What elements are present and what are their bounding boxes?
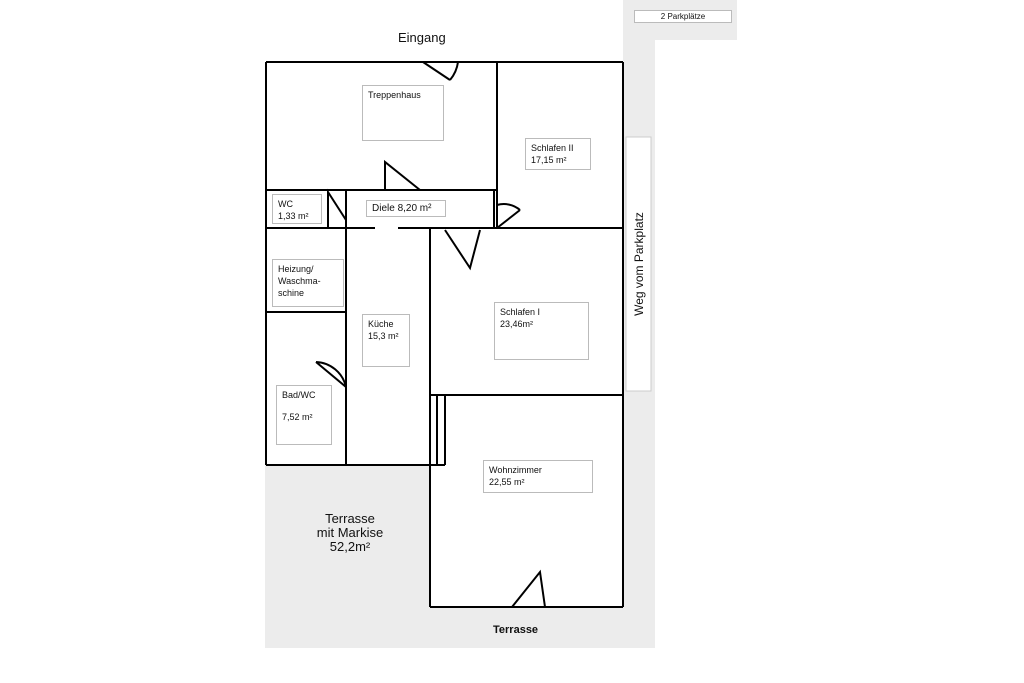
room-name: Wohnzimmer <box>489 465 542 475</box>
room-area: 22,55 m² <box>489 477 525 487</box>
room-area: 7,52 m² <box>282 412 313 422</box>
walls <box>265 61 624 608</box>
room-bad: Bad/WC 7,52 m² <box>276 385 332 445</box>
room-name: Schlafen I <box>500 307 541 317</box>
terrace-bottom-label: Terrasse <box>493 624 539 636</box>
parking-label: 2 Parkplätze <box>634 10 732 23</box>
room-schlafen1: Schlafen I 23,46m² <box>494 302 589 360</box>
room-area: 15,3 m² <box>368 331 399 341</box>
entrance-label: Eingang <box>398 30 446 45</box>
room-treppenhaus: Treppenhaus <box>362 85 444 141</box>
room-wohnzimmer: Wohnzimmer 22,55 m² <box>483 460 593 493</box>
terrace-name: Terrasse <box>325 511 375 526</box>
room-name: Schlafen II <box>531 143 574 153</box>
room-kueche: Küche 15,3 m² <box>362 314 410 367</box>
terrace-area: 52,2m² <box>329 539 371 554</box>
terrace-awning: mit Markise <box>316 525 384 540</box>
room-schlafen2: Schlafen II 17,15 m² <box>525 138 591 170</box>
room-name: Bad/WC <box>282 390 316 400</box>
room-diele: Diele 8,20 m² <box>366 200 446 217</box>
terrace-left-label: Terrasse mit Markise 52,2m² <box>300 512 400 554</box>
room-heizung: Heizung/ Waschma-schine <box>272 259 344 307</box>
room-name: WC <box>278 199 293 209</box>
room-wc: WC 1,33 m² <box>272 194 322 224</box>
room-name: Küche <box>368 319 394 329</box>
room-area: 17,15 m² <box>531 155 567 165</box>
path-label: Weg vom Parkplatz <box>632 212 646 316</box>
room-area: 1,33 m² <box>278 211 309 221</box>
doors <box>315 61 546 608</box>
room-area: 23,46m² <box>500 319 534 329</box>
